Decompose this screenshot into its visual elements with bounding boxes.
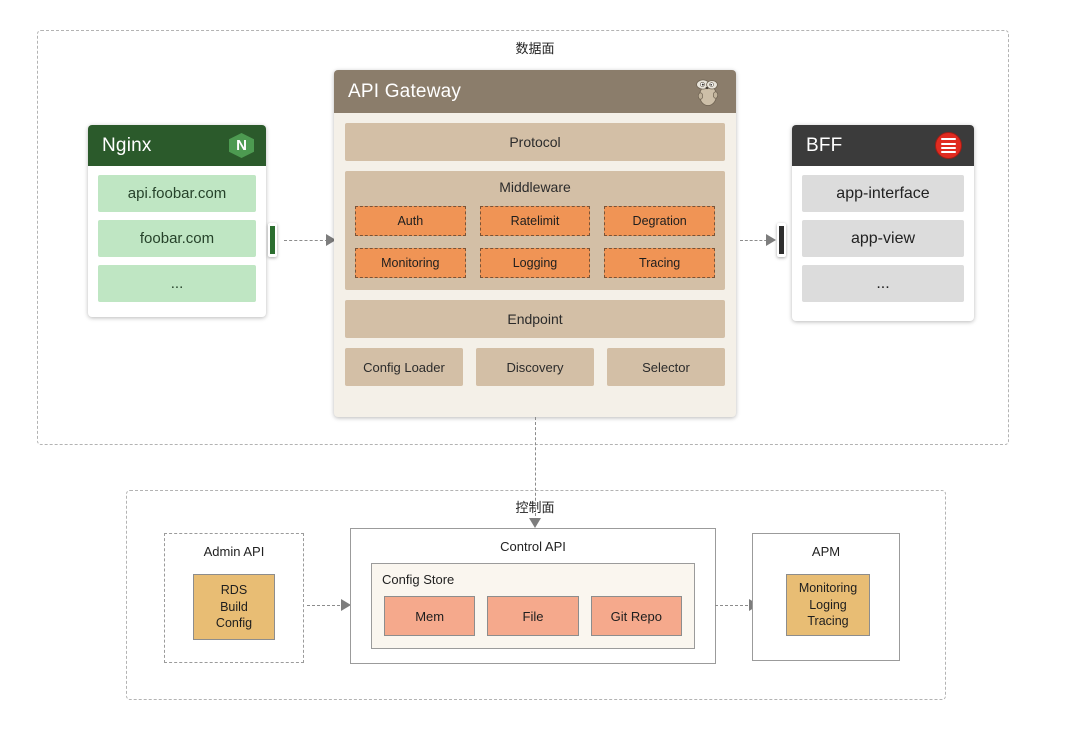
middleware-item-logging[interactable]: Logging <box>479 248 591 278</box>
middleware-item-monitoring[interactable]: Monitoring <box>355 248 466 278</box>
bff-ingress-bar <box>779 226 784 254</box>
arrow-admin-to-control-api-head <box>341 599 351 611</box>
stack-line <box>941 142 956 145</box>
middleware-grid: Auth Ratelimit Degration Monitoring Logg… <box>355 206 715 278</box>
arrow-nginx-to-gateway-head <box>326 234 336 246</box>
middleware-item-ratelimit[interactable]: Ratelimit <box>479 206 591 236</box>
arrow-nginx-to-gateway <box>284 240 328 242</box>
middleware-title: Middleware <box>499 179 571 195</box>
stack-line <box>941 138 956 141</box>
bff-body: app-interface app-view ... <box>792 166 974 312</box>
list-item[interactable]: app-interface <box>802 175 964 212</box>
nginx-hexagon <box>229 133 254 158</box>
api-gateway-body: Protocol Middleware Auth Ratelimit Degra… <box>334 113 736 397</box>
control-plane-container <box>126 490 946 700</box>
bff-title: BFF <box>806 134 843 156</box>
discovery-box[interactable]: Discovery <box>476 348 594 386</box>
data-plane-container <box>37 30 1009 445</box>
config-store-grid: Mem File Git Repo <box>384 596 682 636</box>
stack-line <box>941 151 956 154</box>
nginx-header: Nginx N <box>88 125 266 166</box>
arrow-gateway-to-control-api <box>535 417 537 521</box>
selector-box[interactable]: Selector <box>607 348 725 386</box>
admin-api-title: Admin API <box>203 544 265 559</box>
nginx-egress-bar <box>270 226 275 254</box>
middleware-item-tracing[interactable]: Tracing <box>604 248 715 278</box>
config-store-panel: Config Store Mem File Git Repo <box>371 563 695 649</box>
config-loader-box[interactable]: Config Loader <box>345 348 463 386</box>
endpoint-panel[interactable]: Endpoint <box>345 300 725 338</box>
protocol-panel[interactable]: Protocol <box>345 123 725 161</box>
list-item[interactable]: ... <box>802 265 964 302</box>
arrow-gateway-to-bff <box>740 240 772 242</box>
bff-header: BFF <box>792 125 974 166</box>
nginx-logo-icon: N <box>229 133 254 158</box>
nginx-egress-connector <box>268 223 277 257</box>
admin-api-box[interactable]: Admin API RDS Build Config <box>164 533 304 663</box>
config-store-title: Config Store <box>382 572 455 587</box>
list-item[interactable]: foobar.com <box>98 220 256 257</box>
nginx-letter: N <box>236 137 247 154</box>
bff-card[interactable]: BFF app-interface app-view ... <box>792 125 974 321</box>
middleware-panel: Middleware Auth Ratelimit Degration Moni… <box>345 171 725 290</box>
bff-ingress-connector <box>777 223 786 257</box>
apm-capabilities-node[interactable]: Monitoring Loging Tracing <box>786 574 870 636</box>
stack-line <box>941 147 956 150</box>
arrow-control-api-to-apm <box>715 605 753 607</box>
list-item[interactable]: app-view <box>802 220 964 257</box>
nginx-body: api.foobar.com foobar.com ... <box>88 166 266 312</box>
middleware-item-degration[interactable]: Degration <box>604 206 715 236</box>
api-gateway-header: API Gateway <box>334 70 736 113</box>
control-api-title: Control API <box>500 539 566 554</box>
middleware-item-auth[interactable]: Auth <box>355 206 466 236</box>
control-api-box[interactable]: Control API Config Store Mem File Git Re… <box>350 528 716 664</box>
apm-box[interactable]: APM Monitoring Loging Tracing <box>752 533 900 661</box>
database-stack-icon <box>935 132 962 159</box>
config-store-item-git-repo[interactable]: Git Repo <box>590 596 682 636</box>
nginx-title: Nginx <box>102 134 152 156</box>
config-store-item-mem[interactable]: Mem <box>384 596 476 636</box>
gateway-bottom-row: Config Loader Discovery Selector <box>345 348 725 386</box>
arrow-gateway-to-control-api-head <box>529 518 541 528</box>
arrow-gateway-to-bff-head <box>766 234 776 246</box>
config-store-item-file[interactable]: File <box>487 596 579 636</box>
list-item[interactable]: ... <box>98 265 256 302</box>
nginx-card[interactable]: Nginx N api.foobar.com foobar.com ... <box>88 125 266 317</box>
rds-build-config-node[interactable]: RDS Build Config <box>193 574 275 640</box>
list-item[interactable]: api.foobar.com <box>98 175 256 212</box>
data-plane-label: 数据面 <box>506 38 564 57</box>
apm-title: APM <box>811 544 841 559</box>
api-gateway-card[interactable]: API Gateway Protocol Middl <box>334 70 736 417</box>
api-gateway-title: API Gateway <box>348 80 462 102</box>
arrow-admin-to-control-api <box>307 605 345 607</box>
go-gopher-icon <box>692 77 724 107</box>
